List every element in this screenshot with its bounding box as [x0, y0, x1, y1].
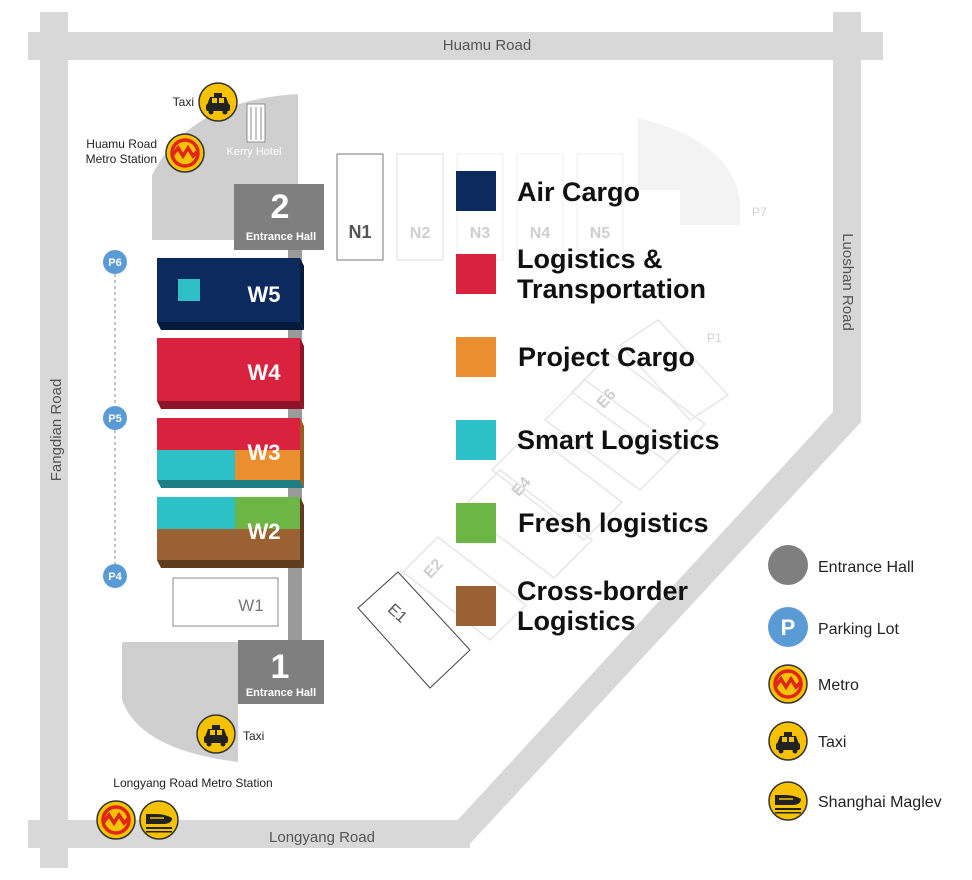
- p1-label: P1: [707, 331, 722, 345]
- taxi-south-label: Taxi: [243, 729, 264, 743]
- parking-icon-letter: P: [781, 615, 796, 640]
- legend-cross-border-line2: Logistics: [517, 606, 636, 636]
- metro-icon[interactable]: [95, 799, 137, 841]
- hall-n4-label: N4: [530, 225, 551, 242]
- p7-area: [638, 118, 740, 225]
- metro-icon: [767, 663, 809, 705]
- entrance-2-number: 2: [271, 188, 290, 226]
- diagonal-road: [432, 412, 861, 848]
- longyang-road: [28, 820, 470, 848]
- hall-e3: [460, 469, 594, 579]
- roads: [28, 12, 883, 868]
- legend-swatch-cross-border: [456, 586, 496, 626]
- luoshan-road-label: Luoshan Road: [839, 233, 856, 331]
- taxi-icon: [768, 721, 808, 761]
- maglev-icon: [768, 781, 808, 821]
- east-halls: [357, 319, 730, 689]
- hall-w3-label: W3: [248, 440, 281, 465]
- parking-icon: [768, 607, 808, 647]
- legend-swatch-smart-logistics: [456, 420, 496, 460]
- taxi-north-label: Taxi: [173, 95, 194, 109]
- huamu-road-label: Huamu Road: [443, 37, 531, 54]
- luoshan-road: [833, 12, 861, 422]
- hall-e4-label: E4: [509, 474, 535, 500]
- hall-n2-label: N2: [410, 225, 431, 242]
- category-legend: Air Cargo Logistics & Transportation Pro…: [456, 171, 720, 636]
- hall-n1: [336, 153, 384, 261]
- key-shanghai-maglev: Shanghai Maglev: [818, 794, 942, 811]
- parking-p4-label: P4: [108, 571, 122, 583]
- hall-n2: [396, 153, 444, 261]
- hall-w5[interactable]: W5: [157, 258, 304, 330]
- legend-logistics-line1: Logistics &: [517, 244, 663, 274]
- legend-swatch-air-cargo: [456, 171, 496, 211]
- hall-w2[interactable]: W2: [157, 497, 304, 568]
- parking-p6[interactable]: P6: [103, 250, 127, 274]
- hall-e2-label: E2: [421, 556, 447, 582]
- key-metro: Metro: [818, 677, 859, 694]
- hall-e6: [570, 353, 707, 463]
- fangdian-road: [40, 12, 68, 868]
- legend-logistics-line2: Transportation: [517, 274, 706, 304]
- parking-p5-label: P5: [108, 413, 121, 425]
- taxi-icon[interactable]: [196, 714, 236, 754]
- hall-w2-label: W2: [248, 519, 281, 544]
- key-taxi: Taxi: [818, 734, 846, 751]
- hall-w1[interactable]: W1: [172, 577, 279, 627]
- taxi-icon[interactable]: [198, 82, 238, 122]
- entrance-hall-2[interactable]: 2 Entrance Hall: [234, 184, 324, 250]
- hall-n4: [516, 153, 564, 261]
- key-parking-lot: Parking Lot: [818, 621, 899, 638]
- icon-key: Entrance Hall P Parking Lot Metro Taxi S…: [767, 545, 942, 821]
- legend-swatch-project-cargo: [456, 337, 496, 377]
- hall-e7: [618, 319, 730, 421]
- entrance-2-label: Entrance Hall: [246, 231, 316, 243]
- hall-w3[interactable]: W3: [157, 418, 304, 488]
- hall-w4-label: W4: [248, 360, 282, 385]
- legend-smart-logistics: Smart Logistics: [517, 425, 720, 455]
- hall-n3-label: N3: [470, 225, 491, 242]
- parking-p5[interactable]: P5: [103, 406, 127, 430]
- huamu-metro-label-1: Huamu Road: [86, 137, 157, 151]
- hall-n1-label: N1: [348, 222, 371, 242]
- entrance-hall-icon: [768, 545, 808, 585]
- hall-n5-label: N5: [590, 225, 611, 242]
- fangdian-road-label: Fangdian Road: [48, 379, 65, 482]
- legend-project-cargo: Project Cargo: [518, 342, 695, 372]
- huamu-metro-label-2: Metro Station: [86, 152, 157, 166]
- legend-cross-border-line1: Cross-border: [517, 576, 689, 606]
- parking-p4[interactable]: P4: [103, 564, 127, 588]
- hall-e1: [357, 571, 471, 689]
- metro-icon[interactable]: [164, 132, 206, 174]
- legend-air-cargo: Air Cargo: [517, 177, 640, 207]
- hall-n5: [576, 153, 624, 261]
- huamu-road: [28, 32, 883, 60]
- building-icon: [246, 103, 266, 143]
- hall-w1-label: W1: [238, 596, 264, 615]
- entrance-hall-1[interactable]: 1 Entrance Hall: [238, 640, 324, 704]
- hall-w4[interactable]: W4: [157, 338, 304, 409]
- legend-swatch-fresh-logistics: [456, 503, 496, 543]
- legend-fresh-logistics: Fresh logistics: [518, 508, 709, 538]
- hall-w5-label: W5: [248, 282, 281, 307]
- legend-swatch-logistics: [456, 254, 496, 294]
- hall-e4: [490, 431, 624, 541]
- key-entrance-hall: Entrance Hall: [818, 559, 914, 576]
- parking-p6-label: P6: [108, 257, 121, 269]
- entrance-1-label: Entrance Hall: [246, 687, 316, 699]
- kerry-hotel-label: Kerry Hotel: [226, 146, 281, 158]
- w5-smart-logistics-block: [178, 279, 200, 301]
- p7-label: P7: [752, 205, 767, 219]
- entrance-1-number: 1: [271, 648, 290, 686]
- maglev-icon[interactable]: [139, 800, 179, 840]
- longyang-metro-label: Longyang Road Metro Station: [113, 776, 272, 790]
- longyang-road-label: Longyang Road: [269, 829, 375, 846]
- hall-e1-label: E1: [384, 601, 410, 627]
